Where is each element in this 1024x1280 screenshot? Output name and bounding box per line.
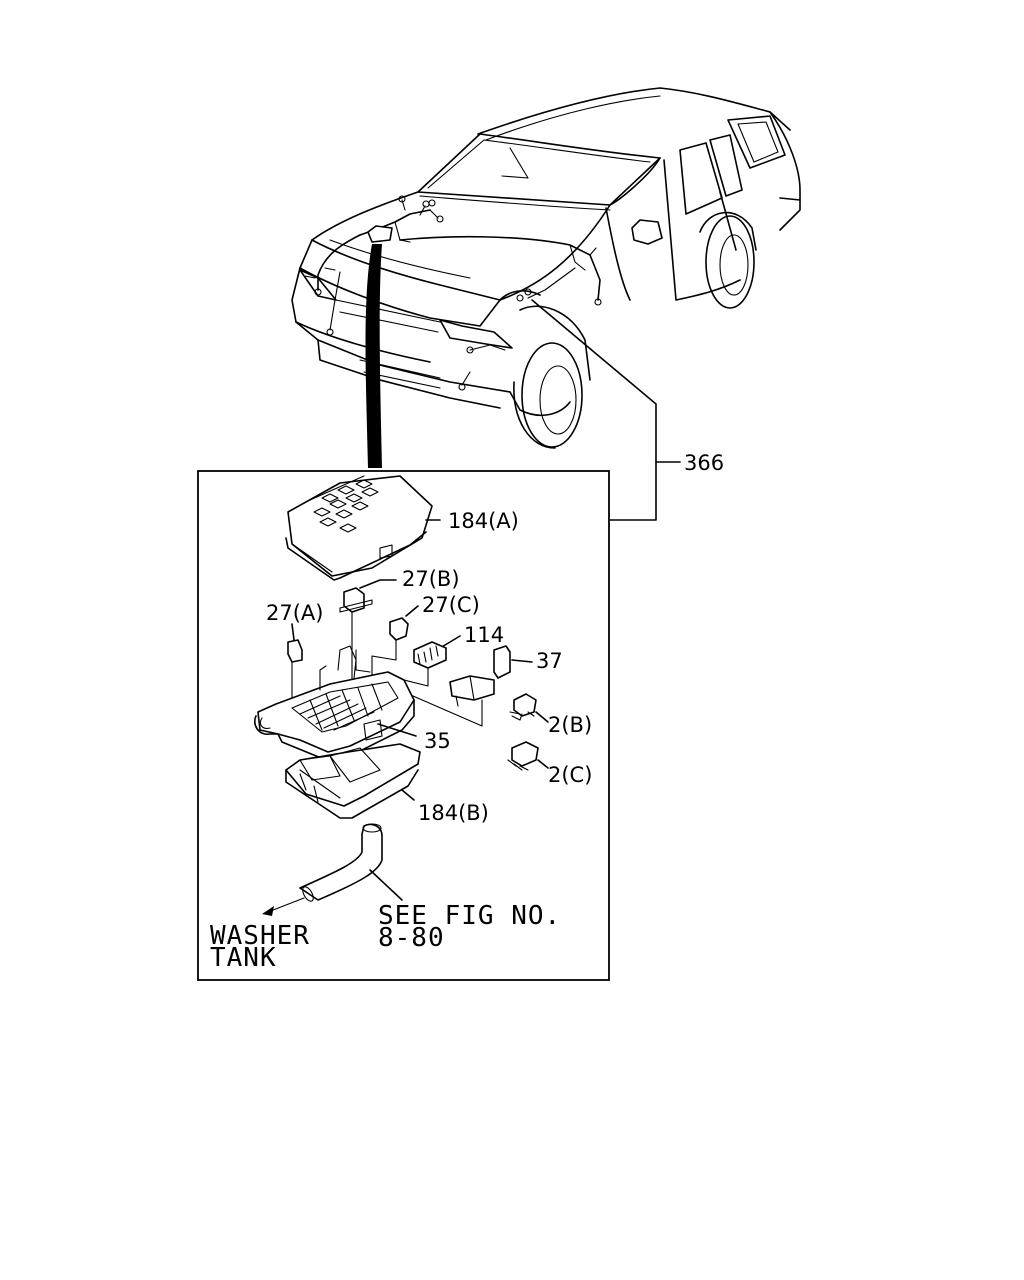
callout-2c: 2(C): [548, 763, 592, 787]
leader-2b: [535, 711, 549, 723]
relay-27b: [339, 587, 373, 691]
leader-35: [377, 723, 417, 737]
leader-see-fig: [369, 869, 403, 901]
fuse-box-cover-bottom: [285, 743, 421, 819]
diode-2b: [509, 693, 537, 721]
callout-366: 366: [684, 451, 724, 475]
fuse-114: [379, 641, 447, 691]
washer-tank-note-line1: WASHER: [210, 921, 310, 951]
fuse-box-body-35: [254, 645, 415, 761]
callout-2b: 2(B): [548, 713, 592, 737]
leader-27b: [359, 579, 397, 589]
harness-callout-lines: [531, 299, 681, 521]
see-fig-note-line2: 8-80: [378, 923, 445, 953]
leader-2c: [537, 759, 549, 769]
callout-184b: 184(B): [418, 801, 489, 825]
leader-37: [511, 659, 533, 663]
relay-27c: [371, 617, 409, 691]
leader-27a: [291, 623, 295, 641]
callout-35: 35: [424, 729, 451, 753]
callout-27b: 27(B): [402, 567, 460, 591]
fuse-box-cover-top: [285, 475, 433, 581]
drain-hose: [299, 823, 383, 902]
washer-arrow-head: [262, 906, 274, 916]
leader-27c: [405, 605, 419, 617]
callout-114: 114: [464, 623, 504, 647]
washer-tank-note-line2: TANK: [210, 943, 277, 973]
holder-37: [389, 645, 511, 727]
callout-27a: 27(A): [266, 601, 323, 625]
diode-2c: [507, 741, 539, 771]
callout-27c: 27(C): [422, 593, 480, 617]
callout-37: 37: [536, 649, 563, 673]
detail-frame: [197, 470, 610, 981]
callout-184a: 184(A): [448, 509, 519, 533]
vehicle-illustration: [291, 87, 801, 449]
washer-arrow-line: [267, 897, 305, 913]
detail-pointer: [365, 244, 382, 468]
leader-184b: [401, 789, 415, 801]
see-fig-note-line1: SEE FIG NO.: [378, 901, 561, 931]
